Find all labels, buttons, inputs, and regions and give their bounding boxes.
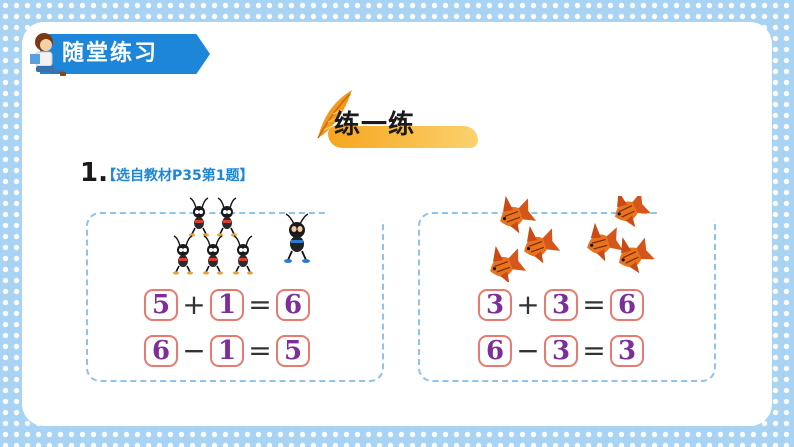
section-heading-text: 练一练: [334, 110, 416, 140]
subtrahend-box[interactable]: 3: [544, 335, 578, 367]
fish-icon: [609, 227, 658, 280]
panel-tab: [328, 206, 382, 224]
ant-icon: [232, 235, 254, 276]
difference-box[interactable]: 5: [276, 335, 310, 367]
heading-swoosh: [328, 126, 478, 148]
panel-tab: [660, 206, 714, 224]
addend-box[interactable]: 3: [478, 289, 512, 321]
question-source: 【选自教材P35第1题】: [102, 168, 254, 184]
section-heading: 练一练: [312, 86, 480, 164]
plus-sign: +: [182, 288, 206, 321]
equation-row: 3 + 3 = 6: [478, 288, 644, 322]
subtrahend-box[interactable]: 1: [210, 335, 244, 367]
equals-sign: =: [582, 288, 606, 321]
title-banner: [40, 34, 210, 74]
equals-sign: =: [248, 334, 272, 367]
fish-picture: [488, 196, 658, 282]
equation-row: 6 − 3 = 3: [478, 334, 644, 368]
minus-sign: −: [516, 334, 540, 367]
feather-icon: [317, 90, 352, 139]
fish-icon: [488, 238, 529, 282]
ant-icon: [172, 235, 194, 276]
kid-reading-icon: [30, 33, 66, 76]
minuend-box[interactable]: 6: [144, 335, 178, 367]
plus-sign: +: [516, 288, 540, 321]
fish-icon: [580, 216, 626, 266]
sum-box[interactable]: 6: [610, 289, 644, 321]
ant-icon: [188, 197, 210, 238]
equation-row: 5 + 1 = 6: [144, 288, 310, 322]
difference-box[interactable]: 3: [610, 335, 644, 367]
equals-sign: =: [248, 288, 272, 321]
right-panel: [418, 212, 716, 382]
sum-box[interactable]: 6: [276, 289, 310, 321]
ant-icon: [202, 235, 224, 276]
question-number: 1.: [80, 158, 108, 188]
fish-icon: [605, 196, 655, 234]
ant-icon: [284, 213, 310, 263]
minus-sign: −: [182, 334, 206, 367]
equation-row: 6 − 1 = 5: [144, 334, 310, 368]
ants-picture: [172, 197, 310, 276]
addend-box[interactable]: 5: [144, 289, 178, 321]
equals-sign: =: [582, 334, 606, 367]
addend-box[interactable]: 1: [210, 289, 244, 321]
page-title: 随堂练习: [62, 41, 159, 66]
addend-box[interactable]: 3: [544, 289, 578, 321]
minuend-box[interactable]: 6: [478, 335, 512, 367]
ant-icon: [216, 197, 238, 238]
fish-icon: [515, 218, 563, 269]
